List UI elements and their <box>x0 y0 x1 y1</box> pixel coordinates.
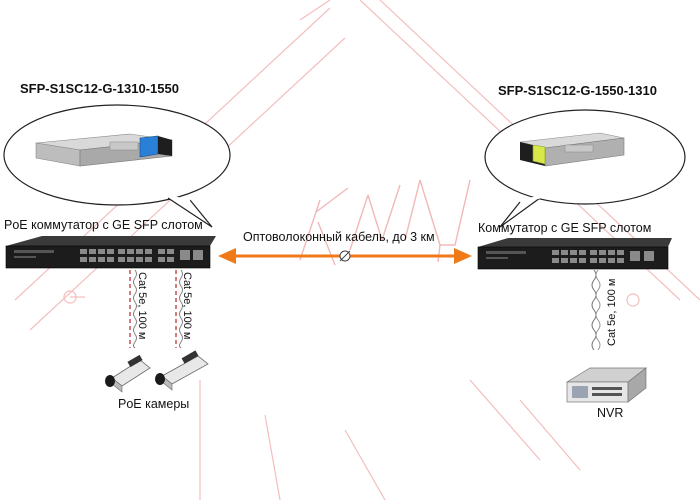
poe-cameras-label: PoE камеры <box>118 397 190 411</box>
left-sfp-module-icon <box>35 133 173 167</box>
left-cable-1 <box>129 269 137 349</box>
poe-camera-1-icon <box>105 354 151 393</box>
fiber-link-label: Оптоволоконный кабель, до 3 км <box>243 230 435 244</box>
nvr-icon <box>565 367 648 403</box>
left-sfp-model-title: SFP-S1SC12-G-1310-1550 <box>20 81 179 96</box>
right-switch-label: Коммутатор с GE SFP слотом <box>478 221 652 235</box>
fiber-link-arrow <box>218 248 472 264</box>
left-cable-2 <box>175 269 183 349</box>
right-cable <box>591 269 601 351</box>
nvr-label: NVR <box>597 406 624 420</box>
watermark-logo <box>299 179 471 266</box>
right-cable-label: Cat 5e, 100 м <box>606 278 618 347</box>
right-sfp-model-title: SFP-S1SC12-G-1550-1310 <box>498 83 657 98</box>
poe-camera-2-icon <box>155 350 209 391</box>
right-switch-icon <box>477 238 672 270</box>
left-poe-switch-icon <box>5 236 216 269</box>
left-cable-2-label: Cat 5e, 100 м <box>181 272 193 340</box>
left-switch-label: PoE коммутатор с GE SFP слотом <box>4 218 203 232</box>
right-sfp-module-icon <box>519 132 625 167</box>
left-cable-1-label: Cat 5e, 100 м <box>136 272 148 340</box>
